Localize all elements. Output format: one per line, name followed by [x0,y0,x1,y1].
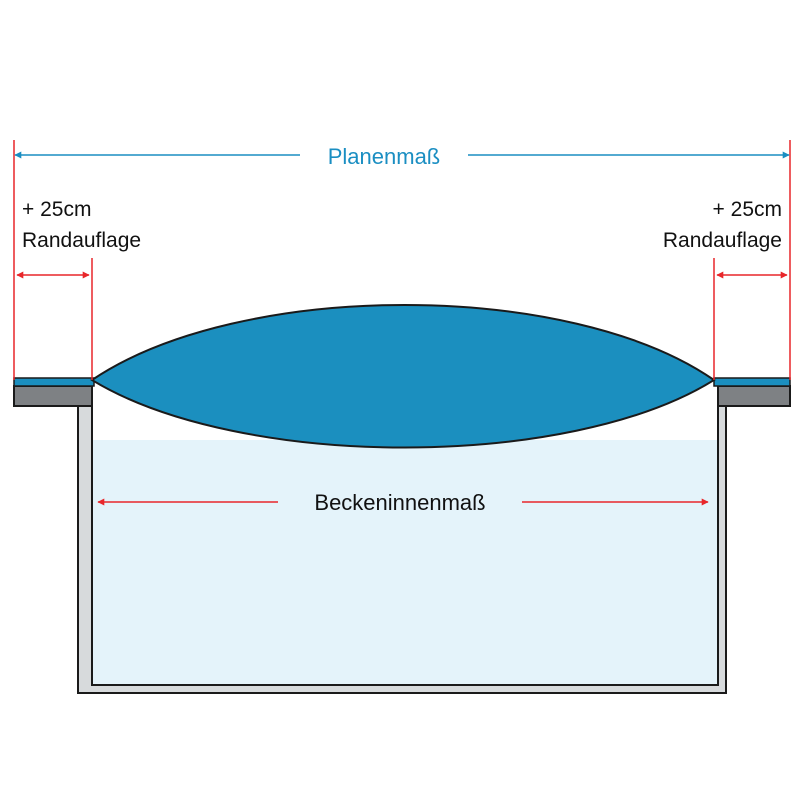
cover-size-label: Planenmaß [328,144,441,169]
dimension-extension-lines [13,140,791,380]
left-deck-slab [13,385,93,407]
left-margin-label: Randauflage [22,229,141,252]
cover-size-dimension: Planenmaß [14,144,790,169]
left-margin-amount: + 25cm [22,198,91,221]
pool-inner-size-label: Beckeninnenmaß [314,490,485,515]
right-margin-label: Randauflage [663,229,782,252]
left-cover-overlap [13,377,95,387]
right-deck-slab [717,385,791,407]
pool-basin [77,389,727,694]
left-margin-dimension: + 25cm Randauflage [16,198,141,279]
right-margin-dimension: + 25cm Randauflage [663,198,788,279]
right-margin-amount: + 25cm [713,198,782,221]
pool-inner-dimension: Beckeninnenmaß [97,490,709,515]
pool-water [93,440,717,684]
right-cover-overlap [713,377,791,387]
pool-cover [90,304,716,449]
left-deck [13,377,95,407]
right-deck [713,377,791,407]
